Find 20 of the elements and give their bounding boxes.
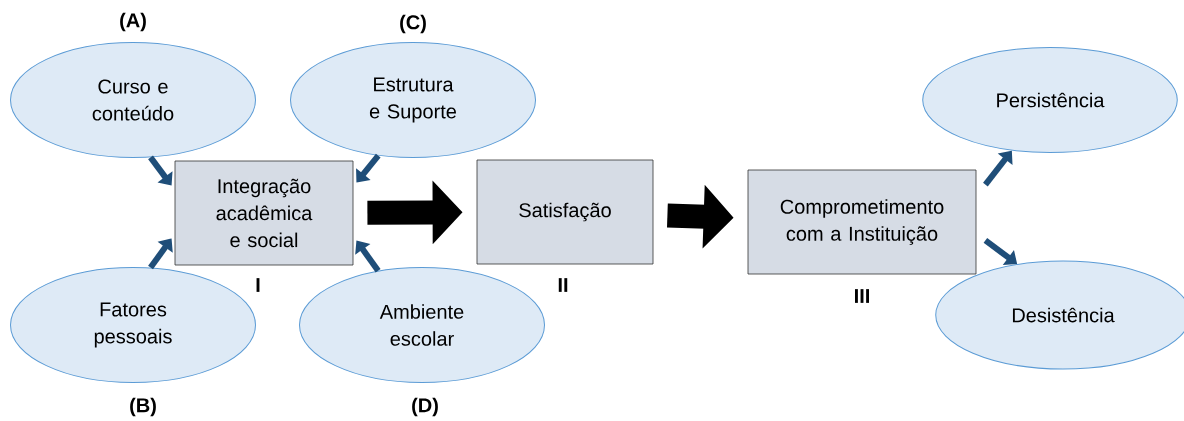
ellipse-node: Persistência — [922, 47, 1178, 153]
process-box: Integração acadêmica e social — [174, 160, 354, 266]
process-box: Satisfação — [476, 159, 654, 265]
stage-number: II — [558, 278, 568, 292]
ellipse-node: Ambiente escolar — [299, 267, 545, 383]
arrow — [983, 150, 1013, 187]
ellipse-node: Curso e conteúdo — [10, 42, 256, 158]
node-label: (B) — [130, 397, 156, 417]
node-label: (A) — [120, 12, 146, 32]
stage-number: I — [256, 278, 260, 292]
ellipse-node: Estrutura e Suporte — [290, 42, 536, 158]
arrow — [148, 238, 173, 270]
ellipse-node: Desistência — [935, 260, 1184, 370]
process-box: Comprometimento com a Instituição — [747, 169, 977, 275]
node-label: (D) — [412, 397, 438, 417]
arrow — [356, 153, 381, 183]
ellipse-node: Fatores pessoais — [10, 267, 256, 383]
arrow — [355, 240, 381, 273]
node-label: (C) — [400, 14, 426, 34]
arrow — [148, 155, 173, 186]
